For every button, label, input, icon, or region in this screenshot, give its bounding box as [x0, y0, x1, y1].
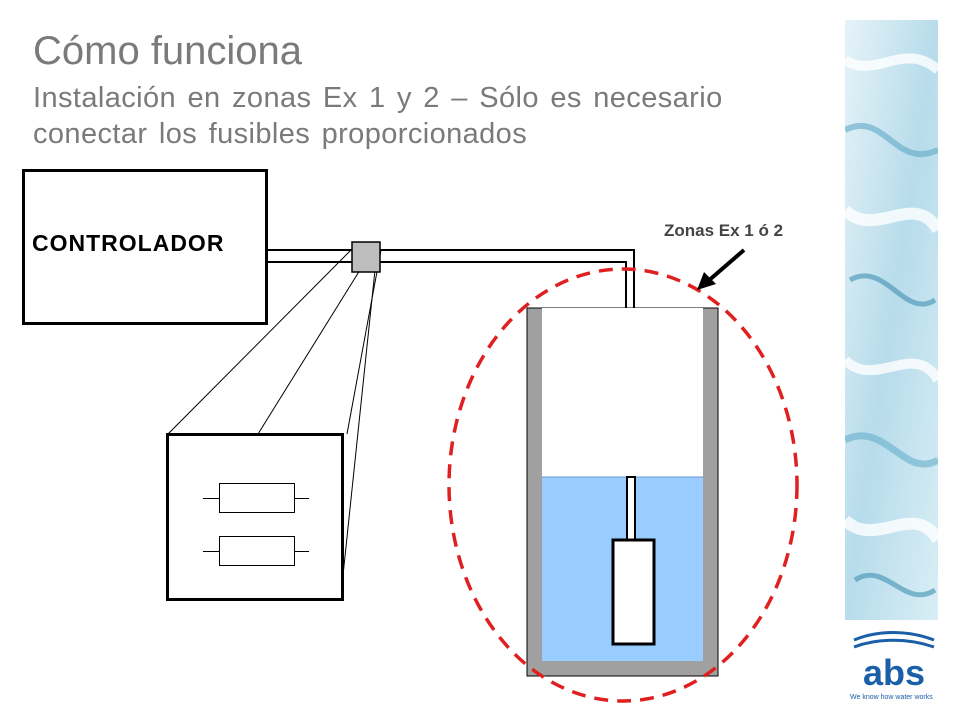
water-swirl-art [845, 20, 938, 620]
zone-label: Zonas Ex 1 ó 2 [664, 221, 784, 240]
abs-logo: abs [848, 630, 940, 705]
level-sensor [611, 538, 656, 646]
zone-arrow-head [697, 272, 716, 290]
fuse-1 [219, 483, 295, 513]
zoom-line [346, 249, 382, 435]
fuse-panel [166, 433, 344, 601]
ex-zone-boundary [447, 267, 799, 703]
controller-box [22, 169, 268, 325]
fuse-2 [219, 536, 295, 566]
controller-label: CONTROLADOR [32, 230, 225, 256]
logo-text: abs [863, 652, 925, 692]
zoom-line [167, 247, 354, 435]
page-subtitle: Instalación en zonas Ex 1 y 2 – Sólo es … [33, 82, 723, 150]
brand-tagline: We know how water works [850, 694, 933, 701]
page-title: Cómo funciona [33, 29, 303, 73]
zoom-line [257, 269, 361, 435]
zoom-line [341, 269, 376, 586]
junction-box [351, 241, 381, 273]
